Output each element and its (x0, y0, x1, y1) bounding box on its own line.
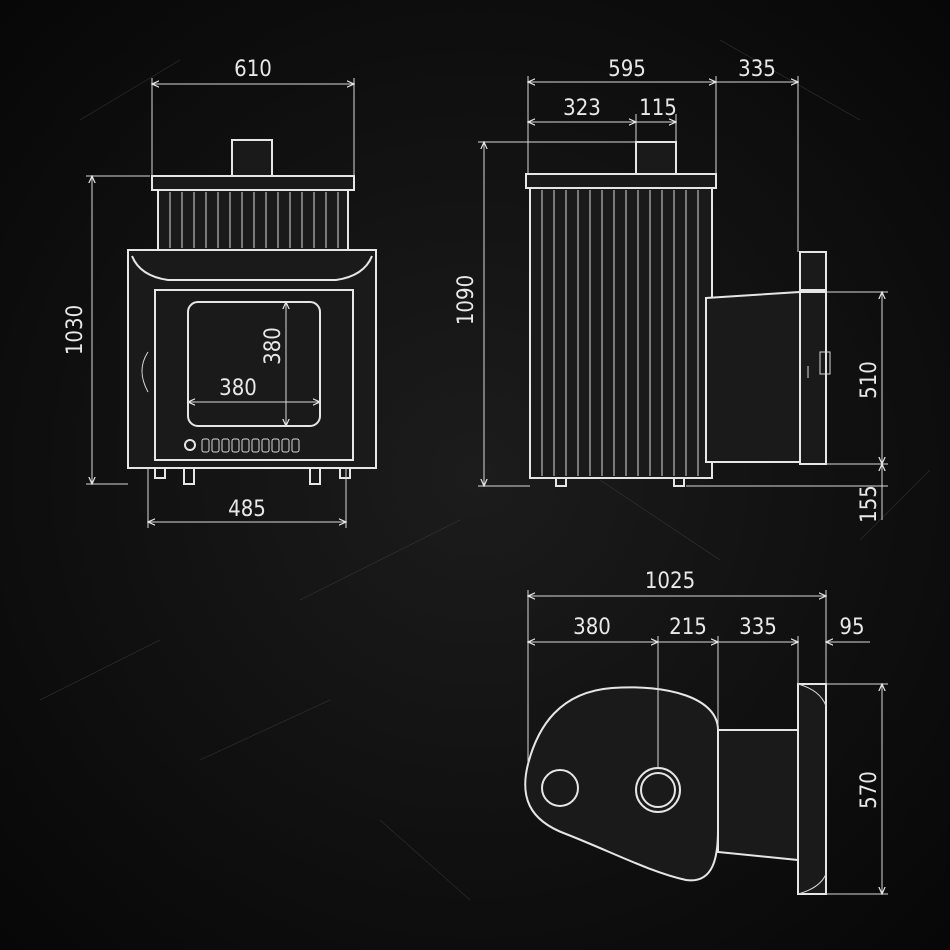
front-stone-grid (157, 189, 349, 251)
side-front-plate (799, 291, 827, 465)
dim-label-side-tunnel: 335 (738, 57, 776, 82)
front-leg (339, 467, 351, 479)
front-shelf-curve (131, 255, 373, 281)
front-view: 610 1030 380 380 485 (63, 57, 377, 528)
dim-label-front-height: 1030 (63, 305, 88, 355)
dim-label-top-length: 1025 (645, 569, 695, 594)
side-view: 595 335 323 115 1090 510 155 (454, 57, 888, 523)
dim-label-side-offset: 323 (563, 96, 601, 121)
dim-label-top-seg2: 215 (669, 615, 707, 640)
side-leg (555, 477, 567, 487)
dim-label-side-chimney: 115 (639, 96, 677, 121)
top-front-frame (797, 683, 827, 895)
front-leg (154, 467, 166, 479)
dim-label-side-tunnel-base: 155 (857, 485, 882, 523)
dim-label-front-base: 485 (228, 497, 266, 522)
front-vent-slots (201, 438, 300, 453)
top-frame-lip (797, 683, 827, 895)
dim-label-front-width: 610 (234, 57, 272, 82)
front-leg (183, 467, 195, 485)
side-body (529, 187, 713, 479)
side-top-frame (799, 251, 827, 291)
front-top-cap (151, 175, 355, 191)
side-top-cap (525, 173, 717, 189)
side-grid-bars (541, 190, 699, 476)
side-chimney (635, 141, 677, 175)
front-door-frame (154, 289, 354, 461)
front-knob-icon (184, 439, 196, 451)
dim-label-top-seg4: 95 (839, 615, 864, 640)
dim-label-top-seg1: 380 (573, 615, 611, 640)
side-leg (673, 477, 685, 487)
side-tunnel (705, 290, 801, 463)
dim-label-side-height: 1090 (454, 275, 479, 325)
front-side-handle (141, 351, 149, 393)
front-grid-bars (169, 192, 339, 248)
dim-label-glass-height: 380 (261, 327, 286, 365)
dim-label-top-seg3: 335 (739, 615, 777, 640)
front-leg (309, 467, 321, 485)
dim-label-top-width: 570 (857, 771, 882, 809)
dim-label-glass-width: 380 (219, 376, 257, 401)
front-chimney (231, 139, 273, 177)
dim-label-side-depth: 595 (608, 57, 646, 82)
top-tunnel (717, 729, 799, 862)
top-view: 1025 380 215 335 95 570 (524, 569, 888, 895)
side-handle-icon (819, 351, 831, 375)
top-body-outline (524, 686, 719, 882)
front-body (127, 249, 377, 469)
chalk-scratches (39, 39, 931, 901)
front-glass (187, 301, 321, 427)
top-small-hole-icon (541, 769, 579, 807)
dim-label-side-tunnel-height: 510 (857, 361, 882, 399)
